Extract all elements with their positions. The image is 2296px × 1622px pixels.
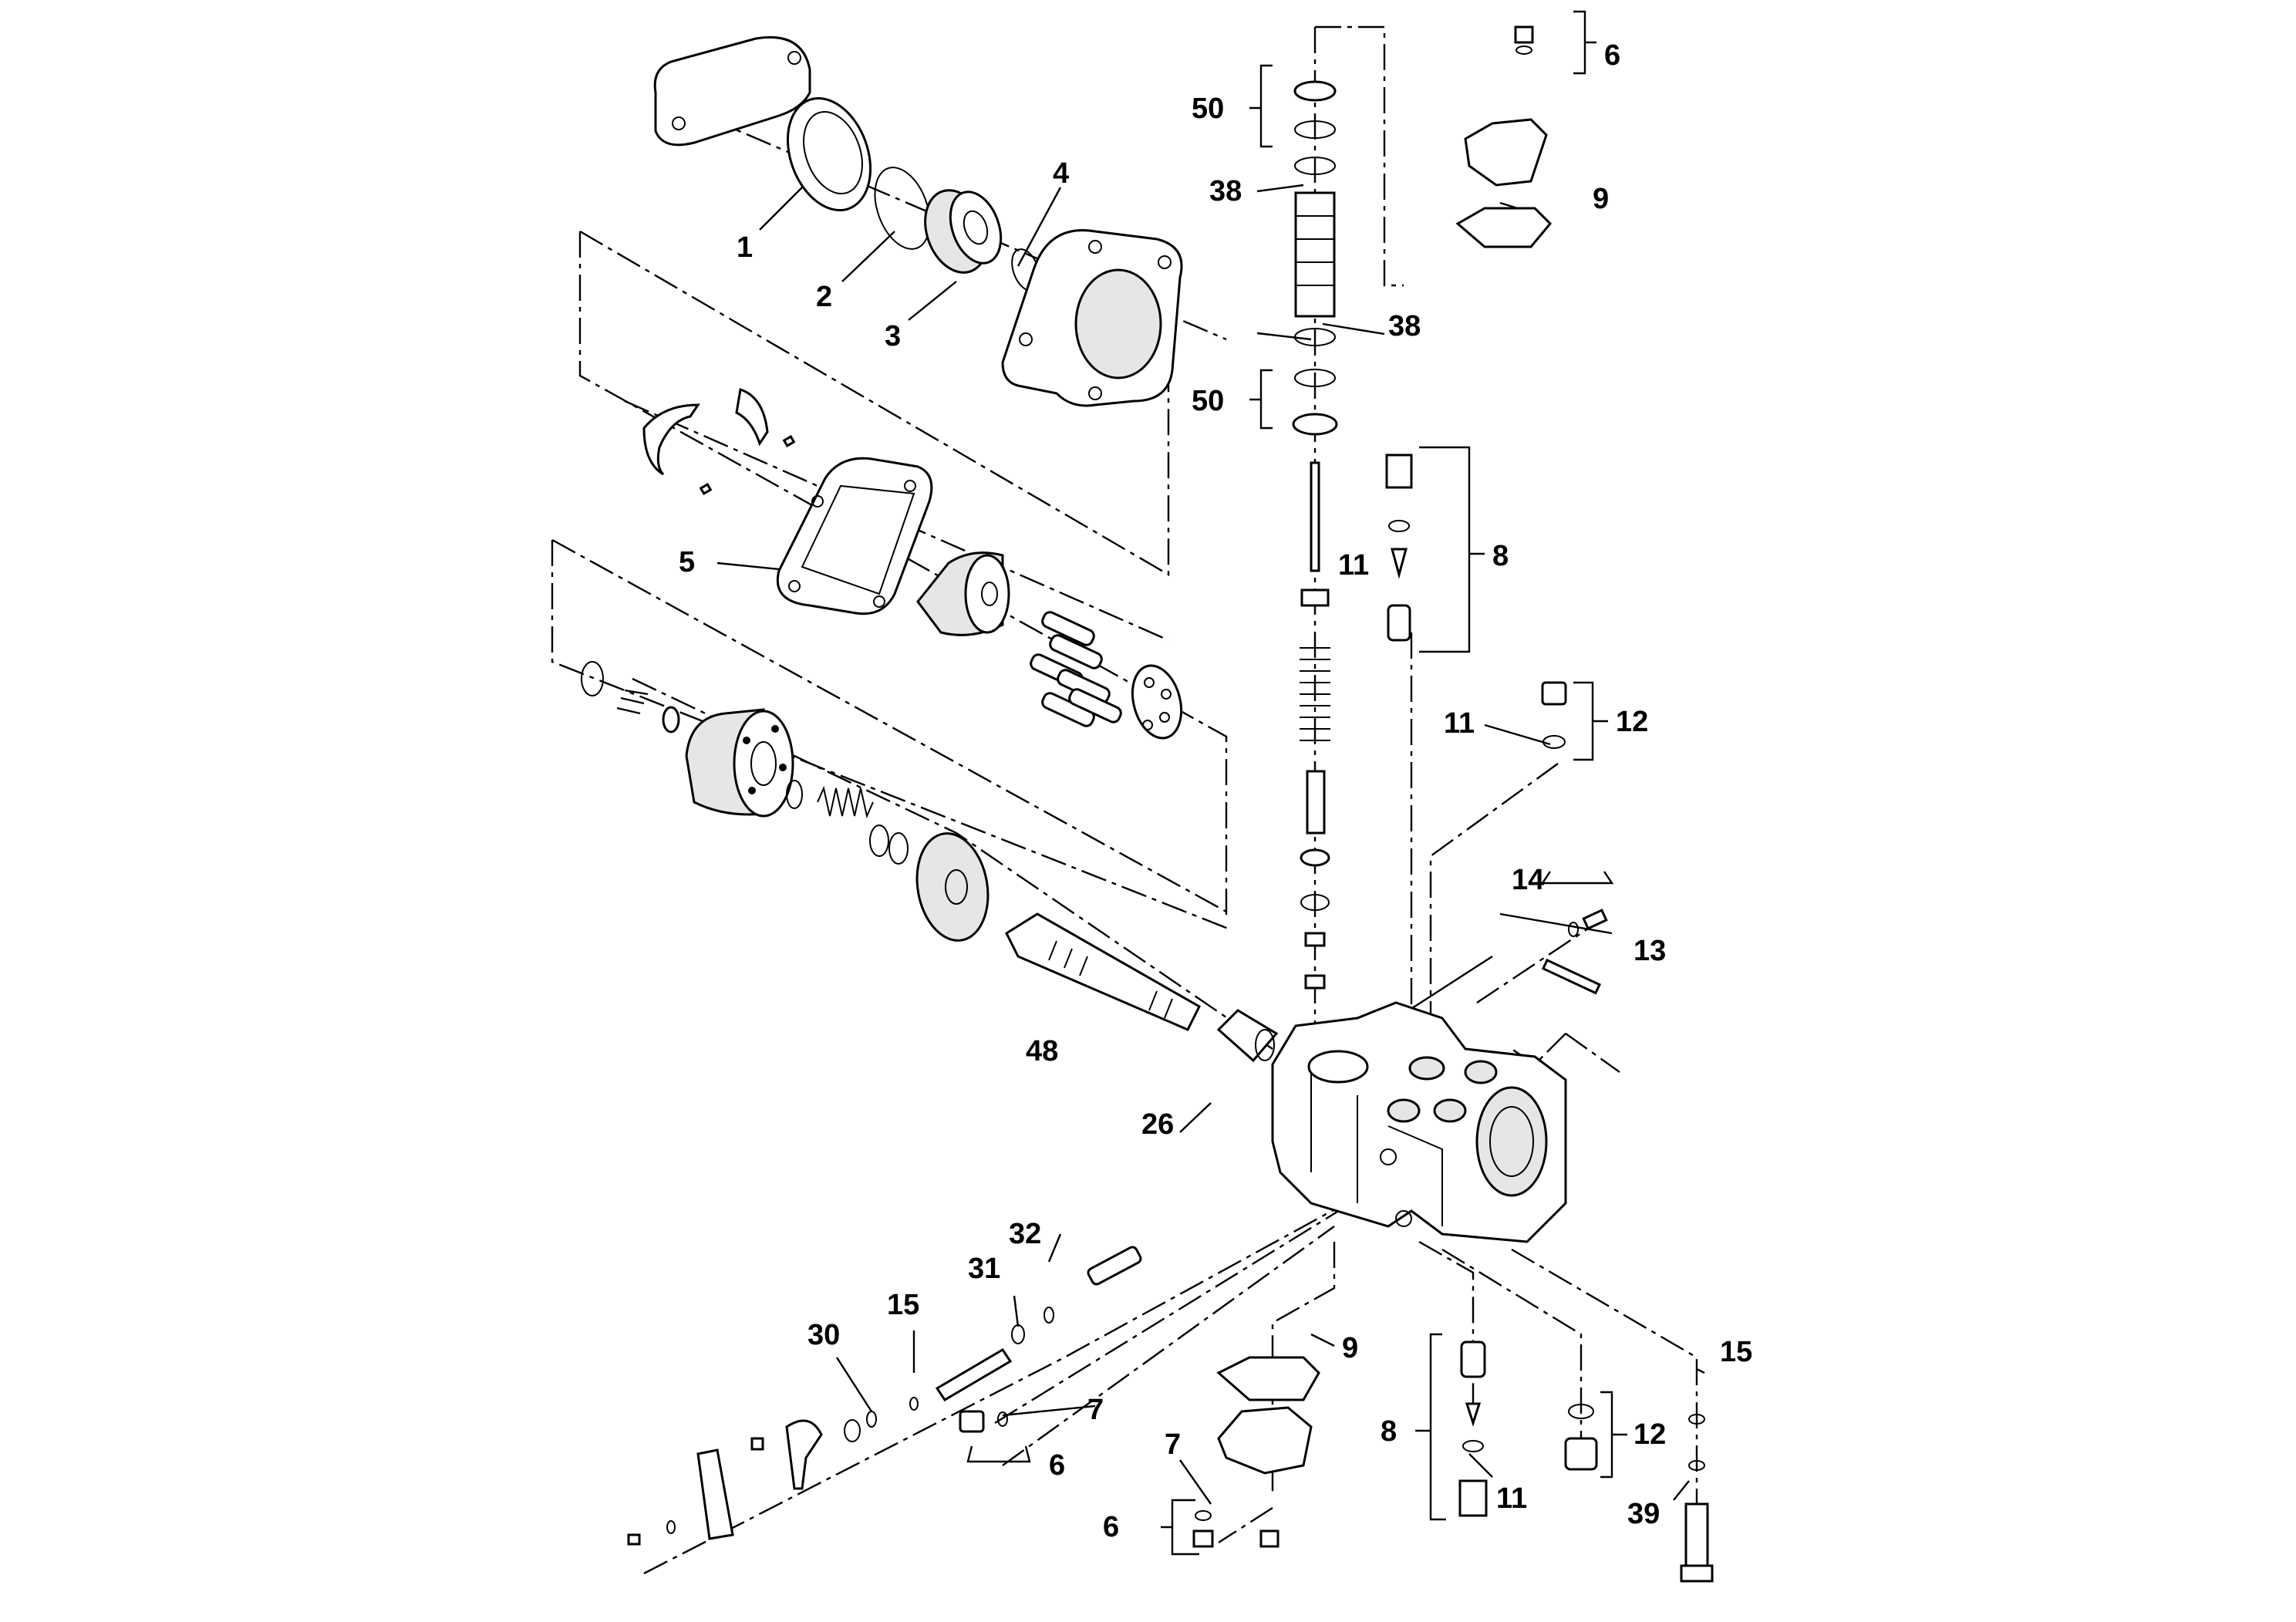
part-3-bearing: [924, 189, 1003, 274]
callout-31: 31: [968, 1253, 1000, 1285]
part-retainer-plate: [1131, 664, 1183, 740]
callout-9-top: 9: [1593, 183, 1609, 215]
part-cylinder-spring: [786, 780, 909, 865]
part-50-38-spool-seals: [1292, 80, 1338, 436]
callout-39: 39: [1627, 1498, 1660, 1530]
part-pistons: [1030, 611, 1122, 727]
callout-38-bottom: 38: [1388, 310, 1421, 342]
callout-labels: 1 2 3 4 5 6 9 50 38 38 50 11 8 11 12 14 …: [679, 39, 1752, 1543]
callout-32: 32: [1009, 1218, 1041, 1250]
callout-38-top: 38: [1209, 175, 1242, 207]
part-12-plug-top: [1541, 681, 1567, 749]
callout-48: 48: [1026, 1035, 1058, 1067]
part-end-cap-housing: [1001, 229, 1183, 407]
callout-11-top: 11: [1338, 549, 1369, 582]
callout-15-left: 15: [887, 1289, 919, 1321]
callout-2: 2: [816, 281, 832, 313]
callout-6-left: 6: [1049, 1449, 1065, 1482]
part-8-relief-valve-bottom: [1458, 1340, 1488, 1517]
part-thrust-plates: [642, 388, 796, 496]
callout-50-bottom: 50: [1192, 385, 1224, 417]
part-control-linkage: [627, 1246, 1142, 1546]
part-main-housing: [1271, 1001, 1567, 1243]
callout-30: 30: [807, 1319, 840, 1351]
part-12-plug-bottom: [1564, 1404, 1598, 1471]
part-5-gasket: [776, 457, 933, 615]
callout-8-top: 8: [1492, 540, 1509, 572]
part-swashplate: [916, 551, 1010, 636]
part-15-39-fitting: [1680, 1414, 1714, 1583]
callout-8-bottom: 8: [1381, 1415, 1397, 1448]
callout-3: 3: [885, 320, 901, 352]
callout-7-bottom: 7: [1165, 1428, 1181, 1461]
callout-14: 14: [1512, 864, 1544, 896]
part-valve-plate: [915, 832, 990, 942]
callout-12-top: 12: [1616, 706, 1648, 738]
part-spool-bolt-spring: [1300, 461, 1330, 990]
part-cylinder-group-small-parts: [581, 661, 680, 733]
callout-7-left: 7: [1087, 1394, 1104, 1426]
callout-11-bottom: 11: [1496, 1482, 1527, 1515]
callout-5: 5: [679, 546, 695, 578]
part-7-6-bottom-bolt: [959, 1410, 1008, 1433]
callout-13: 13: [1633, 935, 1666, 967]
callout-1: 1: [737, 231, 753, 264]
part-6-9-top-plug-cover: [1455, 25, 1553, 248]
callout-26: 26: [1141, 1108, 1174, 1141]
leader-lines: [716, 10, 1705, 1556]
callout-9-bottom: 9: [1342, 1332, 1358, 1364]
part-8-relief-valve-top: [1385, 454, 1413, 642]
part-13-14-fittings: [1541, 909, 1608, 995]
part-gasket-top-cover: [653, 35, 811, 147]
part-26-bushing: [1216, 1009, 1279, 1063]
callout-50-top: 50: [1192, 93, 1224, 125]
part-cylinder-block: [685, 708, 794, 818]
callout-11-mid: 11: [1444, 707, 1475, 740]
part-48-shaft: [1005, 912, 1201, 1031]
callout-4: 4: [1053, 157, 1069, 190]
callout-6-top: 6: [1604, 39, 1620, 72]
part-1-seal: [786, 96, 872, 212]
callout-6-bottom: 6: [1103, 1511, 1119, 1543]
part-9-bottom-cover: [1192, 1356, 1320, 1548]
callout-12-bottom: 12: [1633, 1418, 1666, 1451]
callout-15-right: 15: [1720, 1336, 1752, 1368]
part-2-retaining-ring: [874, 167, 931, 250]
